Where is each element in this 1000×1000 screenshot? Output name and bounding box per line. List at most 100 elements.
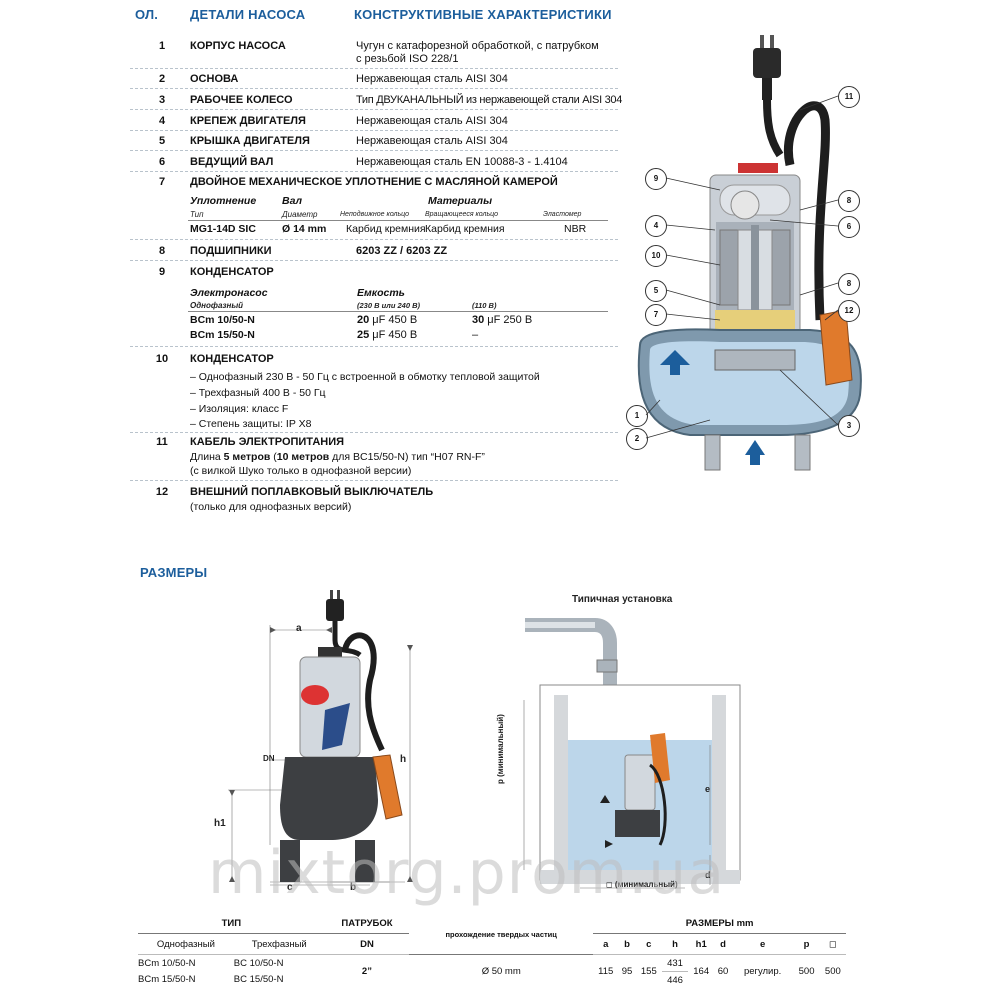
th-col: a <box>593 933 619 955</box>
th-single: Однофазный <box>138 933 234 955</box>
callout-8: 8 <box>838 190 860 212</box>
cell-p: 500 <box>798 966 815 977</box>
dim-h1: h1 <box>214 818 226 829</box>
part-number: 10 <box>155 353 169 365</box>
th-col: d <box>714 933 732 955</box>
part-number: 12 <box>155 486 169 498</box>
part-desc: Тип ДВУКАНАЛЬНЫЙ из нержавеющей стали AI… <box>356 94 623 106</box>
cap-value-230: 25 μF 450 В <box>357 329 418 341</box>
pump-header: Электронасос <box>190 287 268 299</box>
part-number: 11 <box>156 436 168 448</box>
th-dims: РАЗМЕРЫ mm <box>593 914 846 934</box>
callout-7: 7 <box>645 304 667 326</box>
part-number: 8 <box>158 245 166 257</box>
cap-model: BCm 15/50-N <box>190 329 255 341</box>
part-name: КОНДЕНСАТОР <box>190 353 274 365</box>
part-name: РАБОЧЕЕ КОЛЕСО <box>190 94 293 106</box>
seal-type: MG1-14D SIC <box>190 223 256 235</box>
cap-value-230: 20 μF 450 В <box>357 314 418 326</box>
row-separator <box>130 88 618 89</box>
part-name: КОНДЕНСАТОР <box>190 266 274 278</box>
cell-d: 60 <box>717 966 729 977</box>
row-separator <box>130 130 618 131</box>
bearings-value: 6203 ZZ / 6203 ZZ <box>356 245 448 257</box>
row-separator <box>130 260 618 261</box>
th-col: h <box>661 933 689 955</box>
shaft-diam-label: Диаметр <box>282 210 318 219</box>
callout-10: 10 <box>645 245 667 267</box>
row-separator <box>130 346 618 347</box>
part-desc: Нержавеющая сталь AISI 304 <box>356 115 508 127</box>
dim-b: b <box>350 882 357 893</box>
cap-rule <box>188 311 608 312</box>
capacity-header: Емкость <box>357 287 405 299</box>
fixed-ring-label: Неподвижное кольцо <box>340 211 410 218</box>
installation-drawing <box>523 618 741 889</box>
seal-type-label: Тип <box>190 210 204 219</box>
cable-note: (с вилкой Шуко только в однофазной верси… <box>190 465 412 477</box>
dim-p-min: p (минимальный) <box>496 714 505 784</box>
rot-ring-mat: Карбид кремния <box>425 223 505 235</box>
cell-c: 155 <box>640 966 657 977</box>
row-separator <box>130 68 618 69</box>
row-separator <box>130 171 618 172</box>
elast-label: Эластомер <box>543 211 582 218</box>
th-col: ◻ <box>819 933 846 955</box>
install-title: Типичная установка <box>572 594 673 605</box>
v110-label: (110 В) <box>472 301 497 310</box>
callout-1: 1 <box>626 405 648 427</box>
callout-2: 2 <box>626 428 648 450</box>
part-name: ВНЕШНИЙ ПОПЛАВКОВЫЙ ВЫКЛЮЧАТЕЛЬ <box>190 486 434 498</box>
callout-9: 9 <box>645 168 667 190</box>
th-col: b <box>618 933 636 955</box>
header-features: КОНСТРУКТИВНЫЕ ХАРАКТЕРИСТИКИ <box>354 7 612 22</box>
callout-5: 5 <box>645 280 667 302</box>
part-desc: Нержавеющая сталь EN 10088-3 - 1.4104 <box>356 156 568 168</box>
row-separator <box>130 109 618 110</box>
motor-note: – Однофазный 230 В - 50 Гц с встроенной … <box>190 371 540 383</box>
part-name: КАБЕЛЬ ЭЛЕКТРОПИТАНИЯ <box>190 436 345 448</box>
cell-a: 115 <box>598 966 614 977</box>
v230-label: (230 В или 240 В) <box>357 301 421 310</box>
part-number: 6 <box>158 156 166 168</box>
watermark: mixtorg.prom.ua <box>208 838 726 908</box>
cell-h: 431 <box>661 954 689 972</box>
part-name: КОРПУС НАСОСА <box>190 40 286 52</box>
materials-header: Материалы <box>428 195 493 207</box>
motor-note: – Трехфазный 400 В - 50 Гц <box>190 387 326 399</box>
part-name: ВЕДУЩИЙ ВАЛ <box>190 156 274 168</box>
motor-note: – Изоляция: класс F <box>190 403 289 415</box>
dim-h: h <box>400 754 407 765</box>
callout-4: 4 <box>645 215 667 237</box>
part-name: ДВОЙНОЕ МЕХАНИЧЕСКОЕ УПЛОТНЕНИЕ С МАСЛЯН… <box>190 176 558 188</box>
model-three: BC 10/50-N <box>233 957 284 969</box>
th-col: h1 <box>688 933 715 955</box>
th-col: p <box>793 933 820 955</box>
cell-h1: 164 <box>693 966 710 977</box>
part-name: КРЕПЕЖ ДВИГАТЕЛЯ <box>190 115 306 127</box>
th-dn: DN <box>324 933 410 955</box>
seal-header: Уплотнение <box>190 195 257 207</box>
shaft-header: Вал <box>282 195 303 207</box>
part-number: 7 <box>158 176 166 188</box>
callout-leaders <box>645 95 839 439</box>
part-number: 3 <box>158 94 166 106</box>
header-parts: ДЕТАЛИ НАСОСА <box>190 7 306 22</box>
part-desc: с резьбой ISO 228/1 <box>356 53 459 65</box>
part-desc: Чугун с катафорезной обработкой, с патру… <box>356 40 599 52</box>
part-number: 9 <box>158 266 166 278</box>
callout-3: 3 <box>838 415 860 437</box>
cable-note: Длина 5 метров (10 метров для BC15/50-N)… <box>190 451 485 463</box>
dim-a: a <box>296 623 302 634</box>
part-desc: Нержавеющая сталь AISI 304 <box>356 135 508 147</box>
th-solids: прохождение твердых частиц <box>409 914 594 955</box>
dimensions-table: ТИП ПАТРУБОК прохождение твердых частиц … <box>138 914 846 988</box>
shaft-diam: Ø 14 mm <box>282 223 327 235</box>
cap-value-110: 30 μF 250 В <box>472 314 533 326</box>
cell-h: 446 <box>667 974 683 986</box>
row-separator <box>130 150 618 151</box>
single-phase-label: Однофазный <box>190 301 244 310</box>
dim-sq-min: ◻ (минимальный) <box>606 880 678 889</box>
part-number: 1 <box>158 40 166 52</box>
pump-cutaway-illustration <box>637 35 862 471</box>
